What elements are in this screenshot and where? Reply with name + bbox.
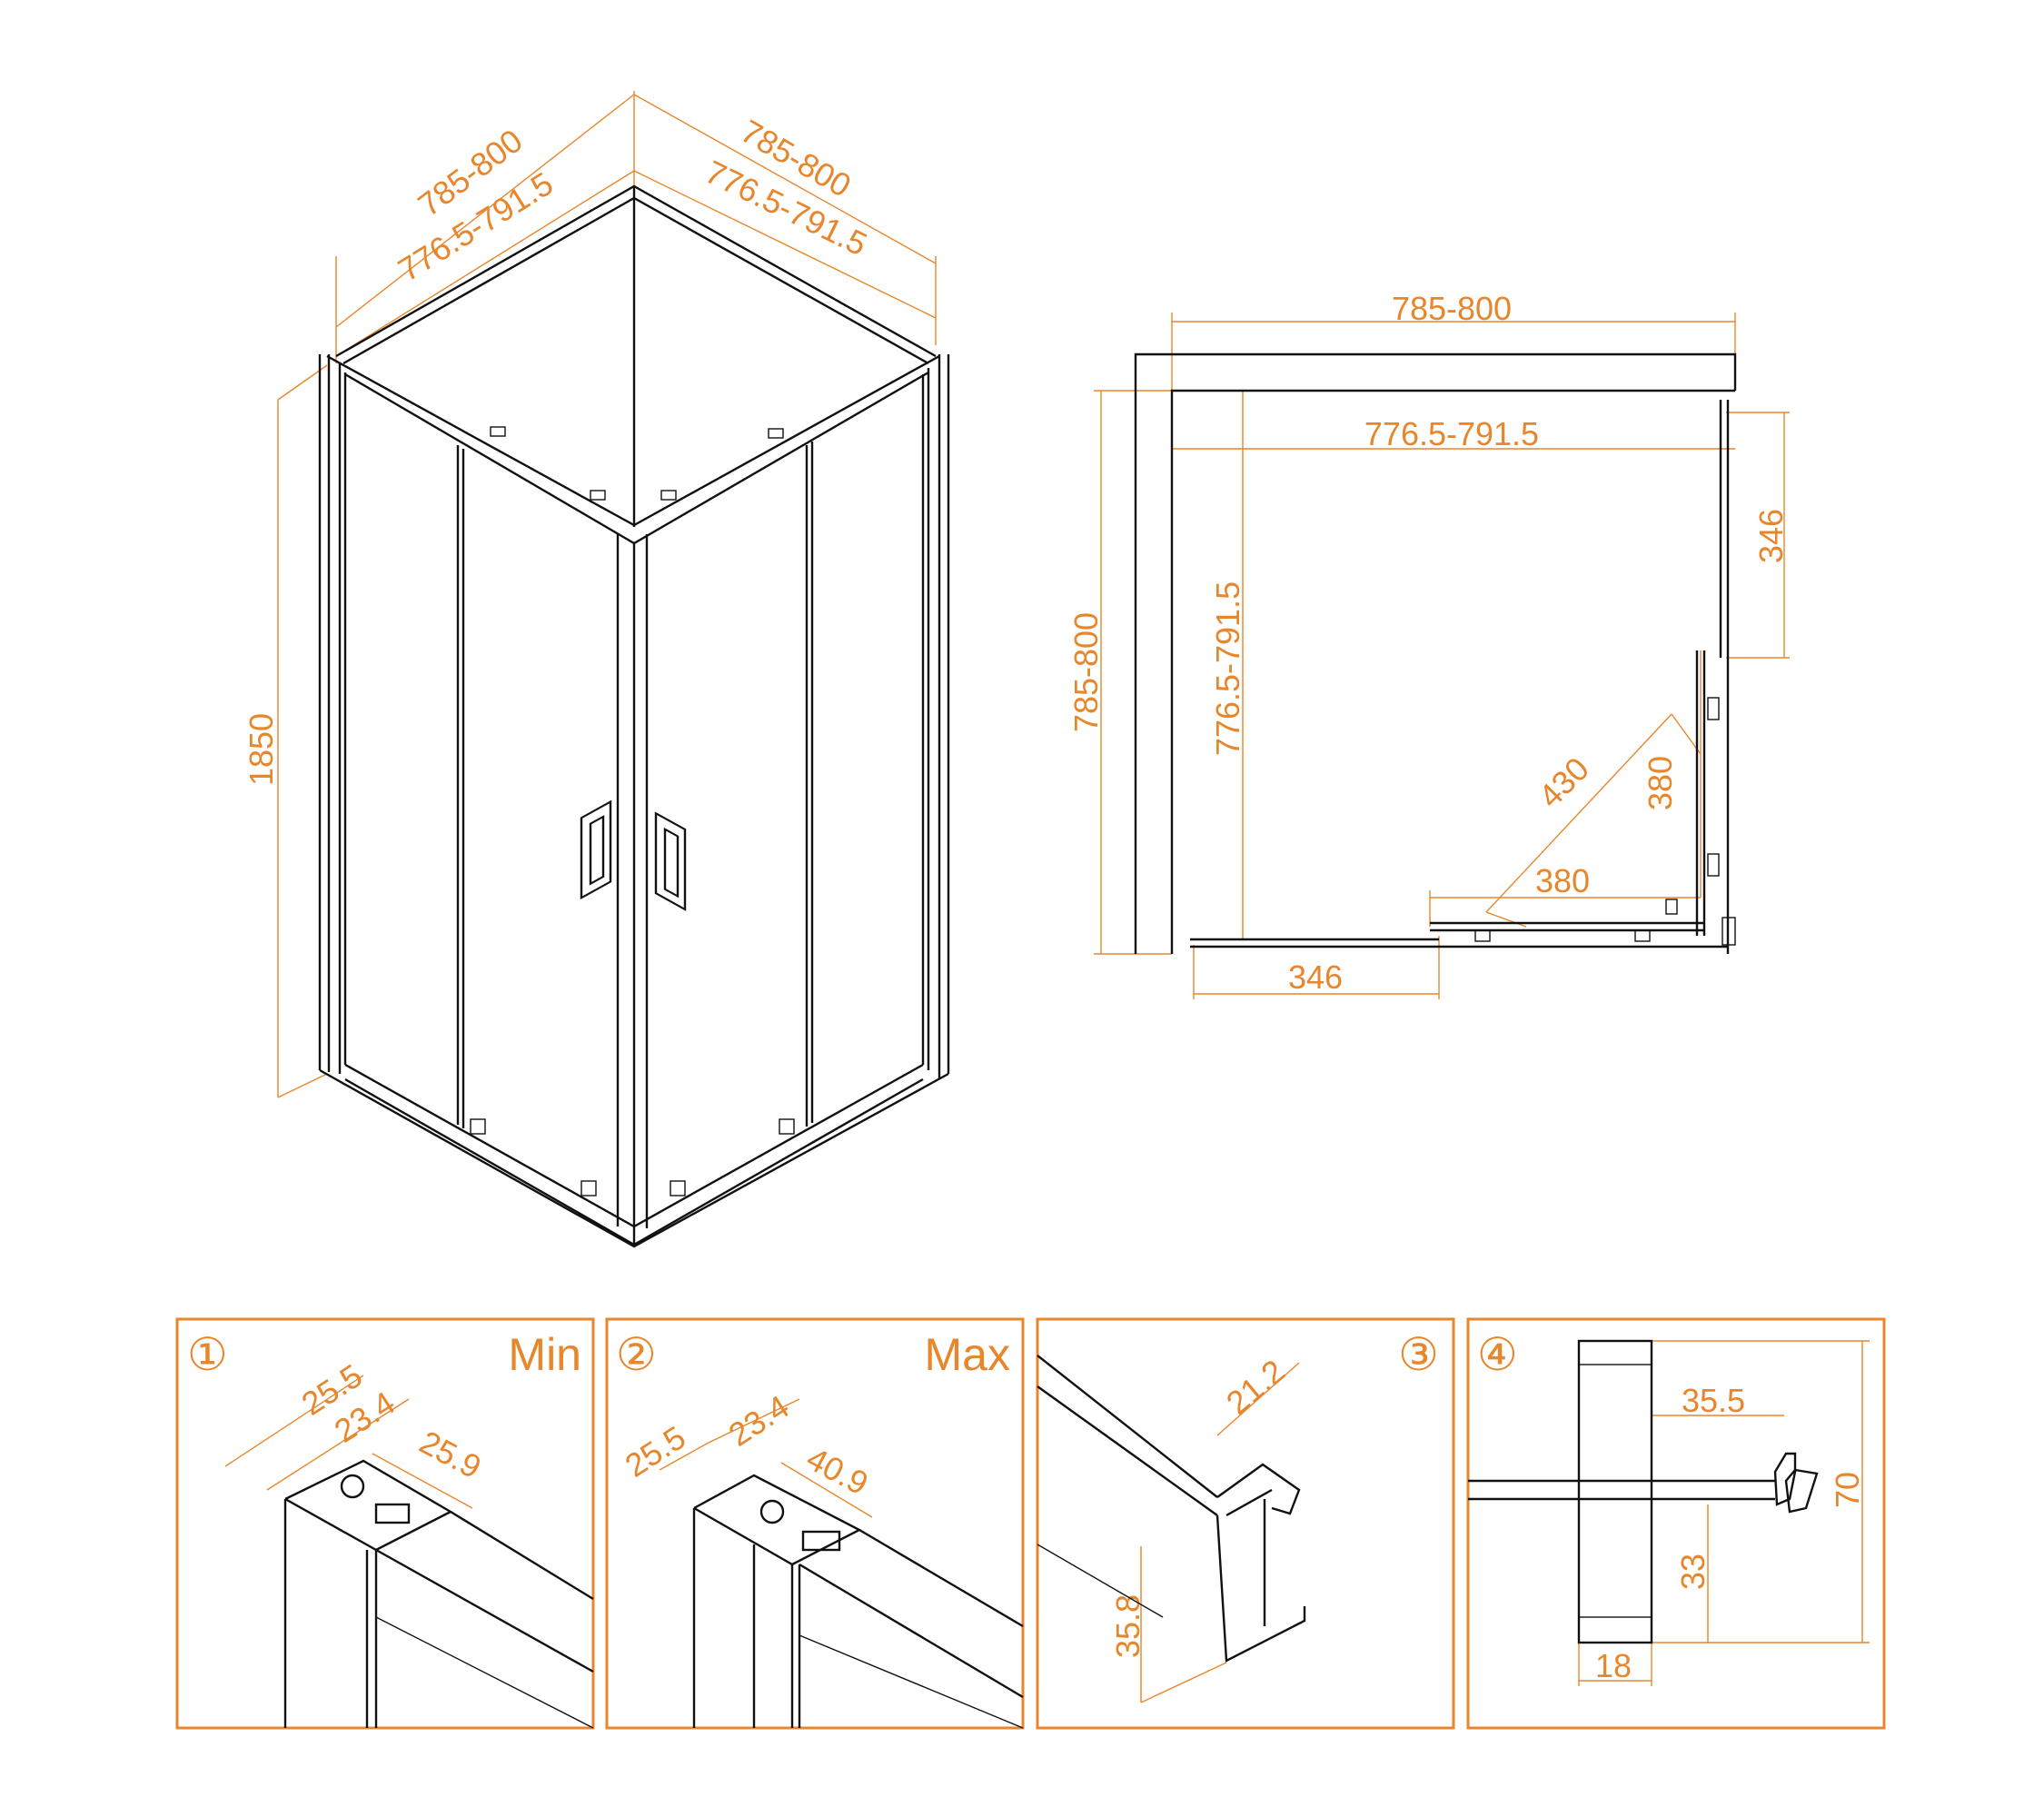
detail-4-dim-4: 18 (1595, 1647, 1632, 1684)
plan-left-inner-dim: 776.5-791.5 (1209, 581, 1246, 756)
detail-3-profile-drawing (1037, 1355, 1306, 1663)
detail-1-number: ① (187, 1329, 228, 1380)
plan-bottom-panel-dim: 346 (1288, 958, 1343, 996)
detail-4-dim-3: 33 (1674, 1554, 1712, 1590)
detail-1-frame (175, 1317, 595, 1730)
isometric-view: 785-800 776.5-791.5 785-800 776.5-791.5 … (243, 91, 950, 1248)
detail-4-dim-1: 35.5 (1682, 1382, 1745, 1419)
plan-top-inner-dim: 776.5-791.5 (1364, 415, 1539, 452)
detail-2-frame (605, 1317, 1025, 1730)
detail-4-profile-drawing (1468, 1339, 1819, 1644)
iso-enclosure-drawing (318, 184, 950, 1248)
detail-panel-3: ③ 21.2 35.8 (1036, 1317, 1455, 1730)
detail-3-dim-1: 21.2 (1219, 1352, 1292, 1421)
detail-panel-2: ② Max 25.5 23.4 40.9 (605, 1317, 1025, 1730)
detail-2-label: Max (925, 1329, 1010, 1380)
plan-view: 785-800 776.5-791.5 785-800 776.5-791.5 … (1067, 290, 1790, 999)
iso-dimension-lines (277, 91, 937, 1098)
plan-left-outer-dim: 785-800 (1067, 612, 1105, 732)
plan-wall-drawing (1134, 352, 1737, 954)
detail-3-dimension-lines (1140, 1362, 1300, 1703)
plan-door-right-dim: 380 (1642, 756, 1679, 810)
plan-door-bottom-dim: 380 (1535, 862, 1590, 899)
detail-2-dim-2: 23.4 (722, 1387, 796, 1454)
detail-2-number: ② (616, 1329, 657, 1380)
plan-top-outer-dim: 785-800 (1392, 290, 1512, 327)
detail-1-profile-drawing (283, 1459, 594, 1729)
detail-2-profile-drawing (692, 1474, 1024, 1729)
detail-1-dim-3: 25.9 (413, 1423, 487, 1485)
detail-2-dimension-lines (659, 1398, 873, 1518)
detail-3-dim-2: 35.8 (1109, 1594, 1146, 1658)
detail-3-frame (1036, 1317, 1455, 1730)
detail-4-dim-2: 70 (1829, 1472, 1866, 1508)
detail-1-dimension-lines (224, 1375, 473, 1509)
detail-panel-1: ① Min 25.5 23.4 25.9 (175, 1317, 595, 1730)
detail-2-dim-1: 25.5 (619, 1418, 692, 1484)
detail-3-number: ③ (1398, 1329, 1439, 1380)
detail-panel-4: ④ 35.5 70 33 18 (1466, 1317, 1886, 1730)
detail-1-label: Min (508, 1329, 581, 1380)
detail-4-frame (1466, 1317, 1886, 1730)
iso-height-dim: 1850 (243, 713, 280, 786)
detail-2-dim-3: 40.9 (800, 1439, 874, 1502)
detail-4-number: ④ (1477, 1329, 1518, 1380)
plan-right-panel-dim: 346 (1752, 509, 1790, 563)
